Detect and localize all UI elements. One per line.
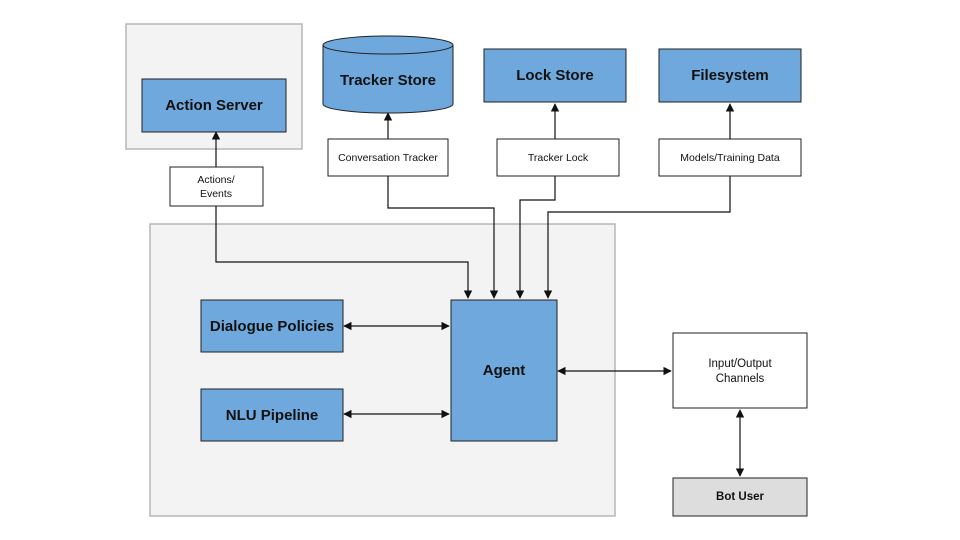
tracker-lock-label: Tracker Lock	[528, 152, 589, 164]
actions-events-box	[169, 166, 264, 207]
tracker-store-label: Tracker Store	[340, 72, 436, 89]
edge-conversation-tracker-to-agent	[387, 176, 499, 299]
tracker-lock-box	[496, 138, 620, 177]
conversation-tracker-label: Conversation Tracker	[338, 152, 438, 164]
bot-user-box	[672, 477, 808, 517]
actions-events-label-line1: Actions/	[197, 174, 234, 186]
action-server-label: Action Server	[165, 97, 263, 114]
agent-label: Agent	[483, 362, 526, 379]
lock-store-box	[483, 48, 627, 103]
io-channels-label-line1: Input/Output	[708, 358, 772, 370]
lock-store-label: Lock Store	[516, 67, 594, 84]
filesystem-box	[658, 48, 802, 103]
agent-box	[450, 299, 558, 442]
actions-events-label-line2: Events	[200, 188, 232, 200]
models-training-data-box	[658, 138, 802, 177]
bot-user-label: Bot User	[716, 491, 764, 503]
nlu-pipeline-label: NLU Pipeline	[226, 407, 319, 424]
conversation-tracker-box	[327, 138, 449, 177]
io-channels-label-line2: Channels	[716, 373, 765, 385]
dialogue-policies-box	[200, 299, 344, 353]
filesystem-label: Filesystem	[691, 67, 769, 84]
tracker-store-cylinder	[322, 35, 454, 114]
edge-models-to-agent	[543, 176, 731, 299]
nlu-pipeline-box	[200, 388, 344, 442]
edge-tracker-lock-to-agent	[515, 176, 556, 299]
action-server-box	[141, 78, 287, 133]
edge-actions-to-agent	[215, 206, 473, 299]
models-training-data-label: Models/Training Data	[680, 152, 780, 164]
dialogue-policies-label: Dialogue Policies	[210, 318, 334, 335]
io-channels-box	[672, 332, 808, 409]
